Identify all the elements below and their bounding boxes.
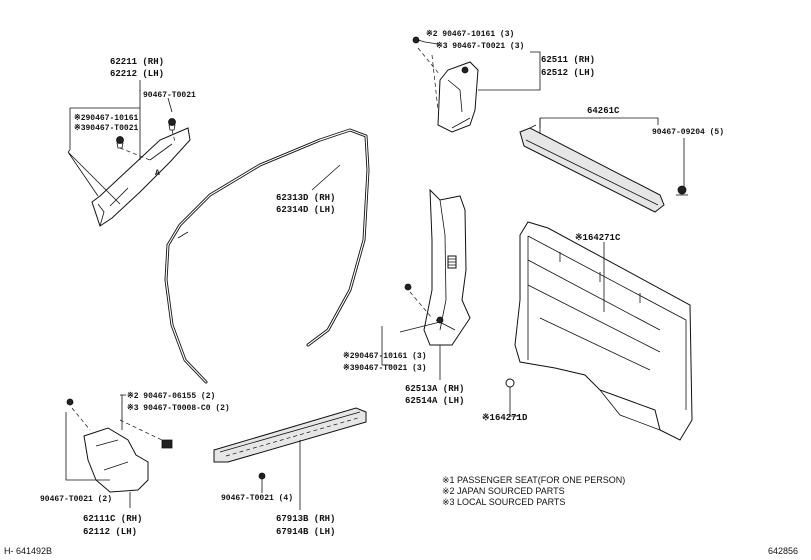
b-pillar-lower-garnish [423, 188, 471, 346]
label-62513a: 62513A (RH) [405, 384, 464, 394]
label-d-note3: ※3 90467-T0008-C0 (2) [127, 403, 230, 413]
label-64261c: 64261C [587, 106, 620, 116]
weatherstrip [164, 128, 370, 384]
clip-g [258, 472, 266, 480]
label-b-note2: ※2 90467-10161 (3) [426, 29, 514, 39]
seat-back-panel [514, 221, 693, 441]
label-c-note2: ※290467-10161 (3) [343, 351, 427, 361]
label-62514a: 62514A (LH) [405, 396, 464, 406]
clip-c2 [436, 316, 444, 324]
note-2: ※2 JAPAN SOURCED PARTS [442, 486, 565, 496]
clip-b2 [461, 66, 469, 74]
label-90467-t0021-4: 90467-T0021 (4) [221, 494, 293, 503]
label-d-note2: ※2 90467-06155 (2) [127, 391, 215, 401]
svg-text:A: A [155, 169, 160, 178]
label-62211: 62211 (RH) [110, 57, 164, 67]
clip-a2 [168, 118, 176, 131]
cowl-side-trim [83, 427, 149, 493]
label-a-note3: ※390467-T0021 [74, 123, 139, 133]
label-62511: 62511 (RH) [541, 55, 595, 65]
clip-e [505, 378, 515, 395]
label-164271c: ※164271C [575, 233, 621, 243]
label-90467-t0021-2: 90467-T0021 (2) [40, 495, 112, 504]
note-3: ※3 LOCAL SOURCED PARTS [442, 497, 565, 507]
label-67913b: 67913B (RH) [276, 514, 335, 524]
clip-d [676, 185, 688, 196]
note-1: ※1 PASSENGER SEAT(FOR ONE PERSON) [442, 475, 625, 485]
label-90467-09204: 90467-09204 (5) [652, 128, 724, 137]
scuff-plate [213, 407, 367, 463]
a-pillar-garnish: A [91, 127, 191, 227]
label-c-note3: ※390467-T0021 (3) [343, 363, 427, 373]
label-62212: 62212 (LH) [110, 69, 164, 79]
panel-top-trim [519, 124, 665, 213]
ref-code: H- 641492B [4, 546, 52, 556]
label-90467-t0021-a: 90467-T0021 [143, 91, 196, 100]
clip-a1 [116, 136, 124, 149]
label-62112: 62112 (LH) [83, 527, 137, 537]
clip-c1 [404, 283, 412, 291]
label-b-note3: ※3 90467-T0021 (3) [436, 41, 524, 51]
label-62512: 62512 (LH) [541, 68, 595, 78]
label-a-note2: ※290467-10161 [74, 113, 139, 123]
title-code: 642856 [768, 546, 798, 556]
label-67914b: 67914B (LH) [276, 527, 335, 537]
b-pillar-upper-garnish [437, 61, 479, 133]
clip-f1 [66, 398, 74, 406]
label-62314d: 62314D (LH) [276, 205, 335, 215]
label-62111c: 62111C (RH) [83, 514, 142, 524]
label-164271d: ※164271D [482, 413, 528, 423]
label-62313d: 62313D (RH) [276, 193, 335, 203]
clip-f2 [161, 439, 173, 449]
